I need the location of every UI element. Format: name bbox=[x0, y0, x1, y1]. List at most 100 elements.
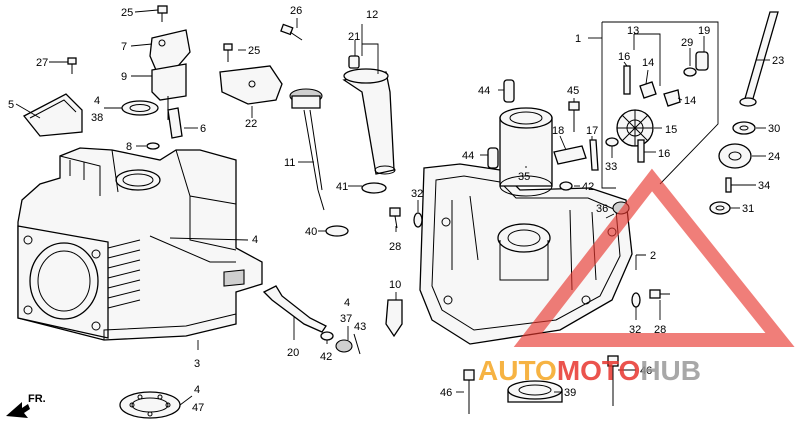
bolt-26 bbox=[280, 23, 303, 41]
callout-29: 29 bbox=[681, 37, 693, 49]
callout-25-left: 25 bbox=[121, 7, 133, 19]
governor-arm-20 bbox=[262, 285, 327, 333]
callout-17: 17 bbox=[586, 125, 598, 137]
callout-46-right: 46 bbox=[640, 365, 652, 377]
nut-42-right bbox=[559, 181, 573, 191]
pin-16-lower bbox=[637, 139, 645, 163]
pin-44-lower bbox=[487, 147, 499, 169]
callout-14-lower: 14 bbox=[684, 95, 696, 107]
pin-34 bbox=[725, 177, 732, 193]
watermark-text: AUTOMOTOHUB bbox=[478, 355, 701, 386]
bolt-46-left bbox=[463, 369, 475, 414]
callout-4-seal: 4 bbox=[94, 95, 100, 107]
callout-18: 18 bbox=[552, 125, 564, 137]
callout-15: 15 bbox=[665, 124, 677, 136]
o-ring-41 bbox=[361, 182, 387, 194]
callout-39: 39 bbox=[564, 387, 576, 399]
callout-22: 22 bbox=[245, 118, 257, 130]
bearing-35 bbox=[499, 107, 553, 197]
washer-33 bbox=[605, 137, 619, 147]
callout-38: 38 bbox=[91, 112, 103, 124]
plate-18 bbox=[553, 145, 587, 165]
callout-19: 19 bbox=[698, 25, 710, 37]
shaft-23 bbox=[739, 11, 779, 107]
callout-4-arm: 4 bbox=[344, 297, 350, 309]
collar-29 bbox=[683, 67, 697, 77]
callout-13: 13 bbox=[627, 25, 639, 37]
callout-35: 35 bbox=[518, 171, 530, 183]
callout-11: 11 bbox=[284, 157, 295, 169]
callout-14-upper: 14 bbox=[642, 57, 654, 69]
callout-27: 27 bbox=[36, 57, 48, 69]
callout-6: 6 bbox=[200, 123, 206, 135]
clip-37-43 bbox=[335, 333, 361, 355]
callout-44-upper: 44 bbox=[478, 85, 490, 97]
callout-44-lower: 44 bbox=[462, 150, 474, 162]
callout-4-block: 4 bbox=[252, 234, 258, 246]
front-arrow: FR. bbox=[6, 393, 46, 418]
callout-26: 26 bbox=[290, 5, 302, 17]
washer-31 bbox=[709, 201, 731, 215]
weights-14 bbox=[639, 81, 681, 107]
callout-24: 24 bbox=[768, 151, 780, 163]
callout-45: 45 bbox=[567, 85, 579, 97]
oil-seal-38 bbox=[121, 100, 159, 116]
bolt-46-right bbox=[607, 355, 619, 406]
dipstick-11 bbox=[289, 88, 325, 211]
oil-filler-tube-12 bbox=[342, 55, 396, 175]
callout-16-lower: 16 bbox=[658, 148, 670, 160]
bracket-10 bbox=[385, 299, 403, 338]
bolt-28-left bbox=[389, 207, 401, 229]
callout-9: 9 bbox=[121, 71, 127, 83]
callout-3: 3 bbox=[194, 358, 200, 370]
governor-holder-7-9 bbox=[149, 29, 191, 120]
callout-37: 37 bbox=[340, 313, 352, 325]
callout-12: 12 bbox=[366, 9, 378, 21]
callout-1: 1 bbox=[575, 33, 581, 45]
callout-28-left: 28 bbox=[389, 241, 401, 253]
bolt-25-left bbox=[157, 5, 168, 22]
gear-24 bbox=[718, 143, 752, 169]
callout-10: 10 bbox=[389, 279, 401, 291]
callout-33: 33 bbox=[605, 161, 617, 173]
callout-5: 5 bbox=[8, 99, 14, 111]
washer-30 bbox=[732, 121, 756, 135]
watermark-moto: MOTO bbox=[557, 355, 640, 386]
callout-32-left: 32 bbox=[411, 188, 423, 200]
watermark-auto: AUTO bbox=[478, 355, 557, 386]
callout-43: 43 bbox=[354, 321, 366, 333]
o-ring-40 bbox=[325, 225, 349, 237]
crankcase-cover bbox=[419, 163, 633, 345]
pin-44-upper bbox=[503, 79, 515, 103]
callout-30: 30 bbox=[768, 123, 780, 135]
front-label: FR. bbox=[28, 393, 46, 405]
cylinder-block bbox=[17, 147, 263, 341]
callout-4-bearing: 4 bbox=[194, 384, 200, 396]
bearing-47 bbox=[119, 391, 181, 419]
callout-16-upper: 16 bbox=[618, 51, 630, 63]
bolt-45 bbox=[568, 101, 580, 132]
callout-34: 34 bbox=[758, 180, 770, 192]
pin-16-upper bbox=[623, 65, 631, 95]
callout-31: 31 bbox=[742, 203, 754, 215]
nut-42-center bbox=[320, 331, 334, 341]
callout-47: 47 bbox=[192, 402, 204, 414]
callout-20: 20 bbox=[287, 347, 299, 359]
leader-lines bbox=[15, 9, 770, 406]
watermark: AUTOMOTOHUB bbox=[478, 168, 795, 386]
oil-pump-group bbox=[601, 21, 719, 189]
watermark-hub: HUB bbox=[640, 355, 701, 386]
bolt-27 bbox=[67, 57, 77, 74]
pin-17 bbox=[589, 139, 599, 171]
bolt-25-center bbox=[223, 43, 233, 62]
callout-42-right: 42 bbox=[582, 181, 594, 193]
washer-32-right bbox=[631, 292, 641, 308]
callout-46-left: 46 bbox=[440, 387, 452, 399]
o-ring-8 bbox=[146, 142, 160, 150]
callout-36: 36 bbox=[596, 203, 608, 215]
callout-7: 7 bbox=[121, 41, 127, 53]
callout-40: 40 bbox=[305, 226, 317, 238]
watermark-triangle bbox=[513, 168, 795, 347]
callout-labels: 25 7 9 27 5 4 38 6 8 4 3 4 47 26 25 22 1… bbox=[8, 5, 784, 414]
